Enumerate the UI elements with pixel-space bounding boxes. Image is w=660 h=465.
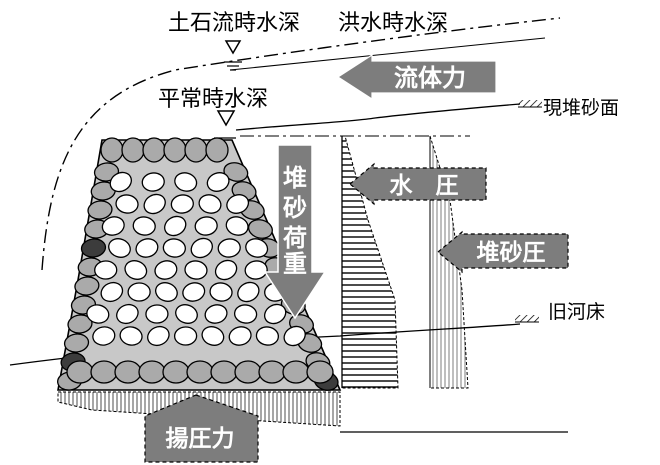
masonry-stone (190, 237, 213, 259)
debris-flow-surface-line (41, 17, 561, 271)
masonry-stone (217, 238, 241, 258)
masonry-stone (174, 172, 198, 192)
masonry-stone (184, 137, 208, 163)
masonry-stone (163, 137, 187, 163)
masonry-stone (92, 326, 116, 346)
fluid-force-label: 流体力 (394, 64, 466, 92)
masonry-stone (145, 304, 169, 324)
masonry-stone (244, 260, 268, 280)
flood-water-level-line (229, 37, 546, 71)
masonry-stone (194, 216, 218, 236)
masonry-stone (245, 238, 269, 258)
sediment-load-char-3: 荷 (283, 224, 307, 252)
masonry-stone (233, 304, 258, 324)
masonry-stone (282, 360, 310, 384)
sediment-load-char-1: 堆 (283, 164, 307, 192)
water-pressure-diagram (341, 135, 399, 389)
masonry-stone (184, 260, 208, 280)
masonry-stone (306, 360, 334, 384)
masonry-stone (143, 193, 166, 215)
masonry-stone (164, 215, 187, 237)
masonry-stone (135, 238, 159, 258)
masonry-stone (255, 326, 280, 346)
masonry-stone (90, 360, 118, 384)
normal-depth-label: 平常時水深 (158, 87, 268, 112)
water-pressure-arrow: 水 圧 (349, 162, 487, 206)
masonry-stone (155, 282, 178, 302)
masonry-stone (186, 360, 214, 384)
masonry-stone (132, 216, 156, 236)
sediment-load-char-4: 重 (283, 250, 307, 278)
masonry-stone (80, 238, 107, 258)
masonry-stone (175, 304, 198, 324)
masonry-stone (115, 194, 139, 214)
masonry-stone (141, 172, 165, 192)
masonry-stone (63, 333, 90, 353)
flood-depth-label: 洪水時水深 (338, 11, 448, 36)
masonry-stone (237, 281, 260, 303)
masonry-stone (283, 325, 306, 347)
masonry-stone (116, 303, 139, 325)
debris-flow-level-marker (224, 40, 242, 71)
masonry-stone (206, 172, 230, 192)
masonry-stone (114, 360, 142, 384)
masonry-stone (223, 162, 249, 182)
masonry-stone (162, 238, 186, 258)
masonry-stone (86, 304, 110, 324)
masonry-stone (209, 282, 233, 302)
masonry-stone (138, 360, 166, 384)
masonry-stone (182, 282, 206, 302)
uplift-label: 揚圧力 (166, 425, 235, 452)
masonry-stone (225, 216, 249, 236)
sediment-pressure-label: 堆砂圧 (477, 240, 546, 266)
uplift-arrow: 揚圧力 (144, 394, 259, 463)
masonry-stone (201, 326, 225, 346)
masonry-stone (100, 137, 124, 163)
masonry-stone (142, 137, 166, 163)
masonry-stone (87, 200, 113, 220)
old-riverbed-hatch-icon (515, 315, 539, 323)
masonry-stone (226, 194, 250, 214)
current-sediment-surface-label: 現堆砂面 (543, 97, 619, 119)
masonry-stone (170, 194, 194, 214)
masonry-stone (147, 325, 170, 347)
masonry-stone (66, 360, 94, 384)
masonry-stone (67, 314, 93, 334)
water-pressure-label: 水 圧 (390, 173, 459, 199)
masonry-stone (173, 326, 198, 346)
masonry-stone (154, 260, 178, 280)
old-riverbed-label: 旧河床 (548, 301, 605, 323)
masonry-stone (121, 137, 145, 163)
masonry-stone (119, 326, 143, 346)
sediment-surface-line (235, 103, 521, 131)
debris-flow-depth-label: 土石流時水深 (168, 11, 300, 36)
masonry-stone (258, 360, 286, 384)
masonry-stone (100, 281, 124, 303)
masonry-stone (101, 216, 125, 236)
masonry-stone (210, 360, 238, 384)
dam-stones (57, 137, 339, 391)
sediment-load-char-2: 砂 (283, 194, 307, 222)
masonry-stone (214, 259, 238, 281)
masonry-stone (127, 282, 151, 302)
masonry-stone (74, 276, 100, 296)
masonry-stone (204, 304, 228, 324)
fluid-force-arrow: 流体力 (336, 53, 497, 101)
masonry-stone (263, 303, 287, 325)
masonry-stone (205, 137, 229, 163)
sediment-pressure-arrow: 堆砂圧 (437, 230, 569, 274)
masonry-stone (109, 171, 132, 193)
masonry-stone (94, 260, 118, 280)
sediment-surface-hatch-icon (518, 100, 542, 108)
masonry-stone (228, 326, 252, 346)
masonry-stone (247, 219, 273, 239)
sediment-load-arrow: 堆 砂 荷 重 (263, 144, 327, 320)
masonry-stone (198, 194, 222, 214)
masonry-stone (108, 238, 131, 258)
masonry-stone (234, 360, 262, 384)
masonry-stone (162, 360, 190, 384)
masonry-stone (124, 260, 148, 280)
